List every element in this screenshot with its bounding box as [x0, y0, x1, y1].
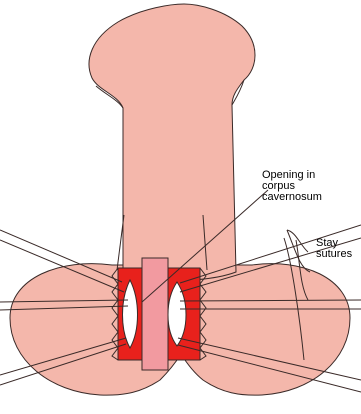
- label-stay-sutures: Stay sutures: [316, 238, 352, 260]
- label-stay-line-2: sutures: [316, 249, 352, 260]
- label-opening-line-3: cavernosum: [262, 192, 322, 203]
- corpus-strip: [142, 258, 168, 370]
- penile-shaft: [89, 4, 255, 281]
- label-opening-in-corpus-cavernosum: Opening in corpus cavernosum: [262, 170, 322, 203]
